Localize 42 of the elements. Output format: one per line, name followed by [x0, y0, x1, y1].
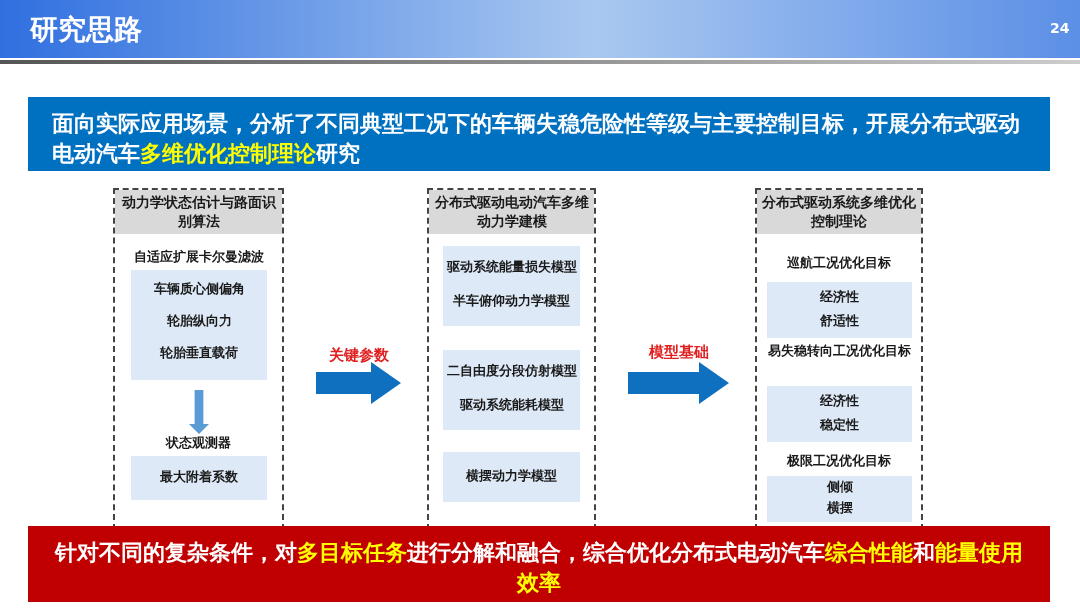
item-text: 横摆动力学模型	[464, 467, 558, 485]
banner-text: 针对不同的复杂条件，对多目标任务进行分解和融合，综合优化分布式电动汽车综合性能和能量使用效率	[53, 539, 1024, 597]
banner	[28, 526, 1050, 602]
content-box	[443, 350, 580, 430]
item-text: 经济性	[819, 288, 860, 306]
subheading: 极限工况优化目标	[786, 452, 892, 469]
subheading: 状态观测器	[164, 434, 232, 451]
banner	[28, 97, 1050, 171]
item-text: 驱动系统能量损失模型	[445, 258, 578, 276]
item-text: 车辆质心侧偏角	[152, 280, 246, 298]
item-text: 驱动系统能耗模型	[458, 396, 565, 414]
subheading: 易失稳转向工况优化目标	[766, 342, 912, 359]
item-text: 稳定性	[819, 416, 860, 434]
page-number: 24	[1050, 20, 1070, 36]
item-text: 舒适性	[819, 312, 860, 330]
block-arrow	[316, 362, 401, 404]
item-text: 轮胎纵向力	[165, 312, 233, 330]
subheading: 自适应扩展卡尔曼滤波	[132, 248, 265, 265]
edge-label: 关键参数	[327, 345, 390, 365]
page-title: 研究思路	[30, 12, 142, 48]
subheading: 巡航工况优化目标	[786, 254, 892, 271]
item-text: 二自由度分段仿射模型	[445, 362, 578, 380]
banner-text: 面向实际应用场景，分析了不同典型工况下的车辆失稳危险性等级与主要控制目标，开展分布式驱动电动汽车多维优化控制理论研究	[51, 110, 1021, 168]
content-box	[131, 270, 267, 380]
item-text: 轮胎垂直载荷	[159, 344, 239, 362]
content-box	[767, 282, 912, 338]
block-arrow	[628, 362, 729, 404]
panel-heading: 分布式驱动系统多维优化控制理论	[757, 190, 921, 234]
content-box	[443, 246, 580, 326]
panel-heading: 分布式驱动电动汽车多维动力学建模	[429, 190, 594, 234]
content-box	[767, 386, 912, 442]
content-box	[443, 452, 580, 502]
content-box	[131, 456, 267, 500]
item-text: 横摆	[825, 499, 854, 517]
item-text: 经济性	[819, 392, 860, 410]
edge-label: 模型基础	[647, 342, 710, 362]
block-arrow	[189, 390, 209, 434]
panel-heading: 动力学状态估计与路面识别算法	[115, 190, 282, 234]
item-text: 半车俯仰动力学模型	[452, 292, 571, 310]
content-box	[767, 476, 912, 522]
item-text: 侧倾	[825, 478, 854, 496]
item-text: 最大附着系数	[159, 468, 239, 486]
